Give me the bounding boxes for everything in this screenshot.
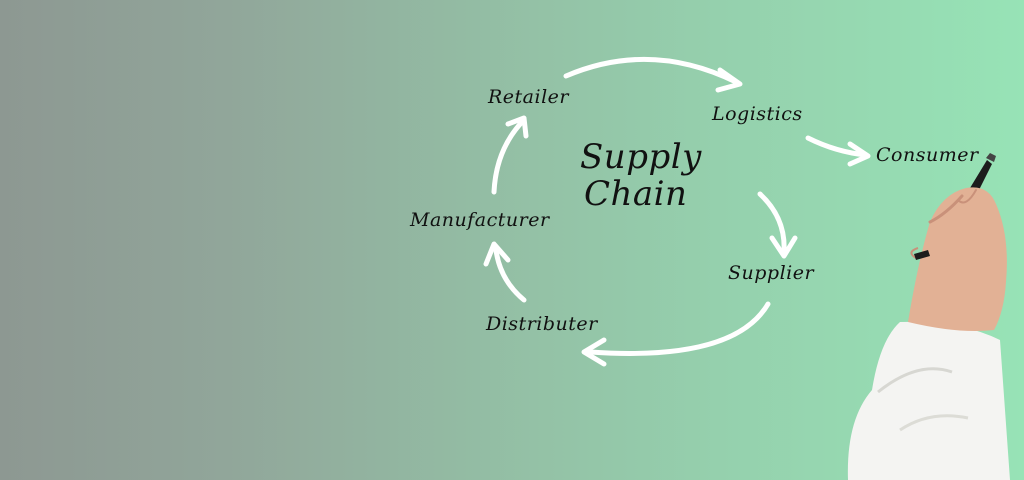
arrowhead-manufacturer-to-retailer: [505, 115, 529, 139]
arrowhead-distributer-to-manufacturer: [483, 241, 511, 267]
hand: [908, 187, 1007, 331]
node-retailer: Retailer: [488, 86, 569, 108]
arrowhead-supplier-to-distributer: [581, 337, 607, 367]
arrow-manufacturer-to-retailer: [491, 119, 525, 195]
arrow-logistics-to-consumer: [805, 135, 869, 158]
node-distributer: Distributer: [486, 313, 598, 335]
arrowhead-retailer-to-logistics: [715, 67, 743, 93]
diagram-title-line2: Chain: [584, 174, 688, 214]
arrow-supplier-to-distributer: [587, 301, 771, 356]
node-logistics: Logistics: [712, 103, 803, 125]
arrowhead-center-to-supplier: [769, 235, 798, 259]
marker-pen-icon: [970, 153, 996, 192]
diagram-title-line1: Supply: [580, 137, 702, 177]
arrow-center-to-supplier: [757, 191, 787, 255]
arrowhead-logistics-to-consumer: [847, 141, 871, 167]
arrow-distributer-to-manufacturer: [493, 247, 527, 303]
shirt-sleeve: [847, 321, 1010, 480]
arrow-retailer-to-logistics: [563, 56, 739, 85]
node-manufacturer: Manufacturer: [410, 209, 550, 231]
node-supplier: Supplier: [728, 262, 815, 284]
node-consumer: Consumer: [876, 144, 979, 166]
